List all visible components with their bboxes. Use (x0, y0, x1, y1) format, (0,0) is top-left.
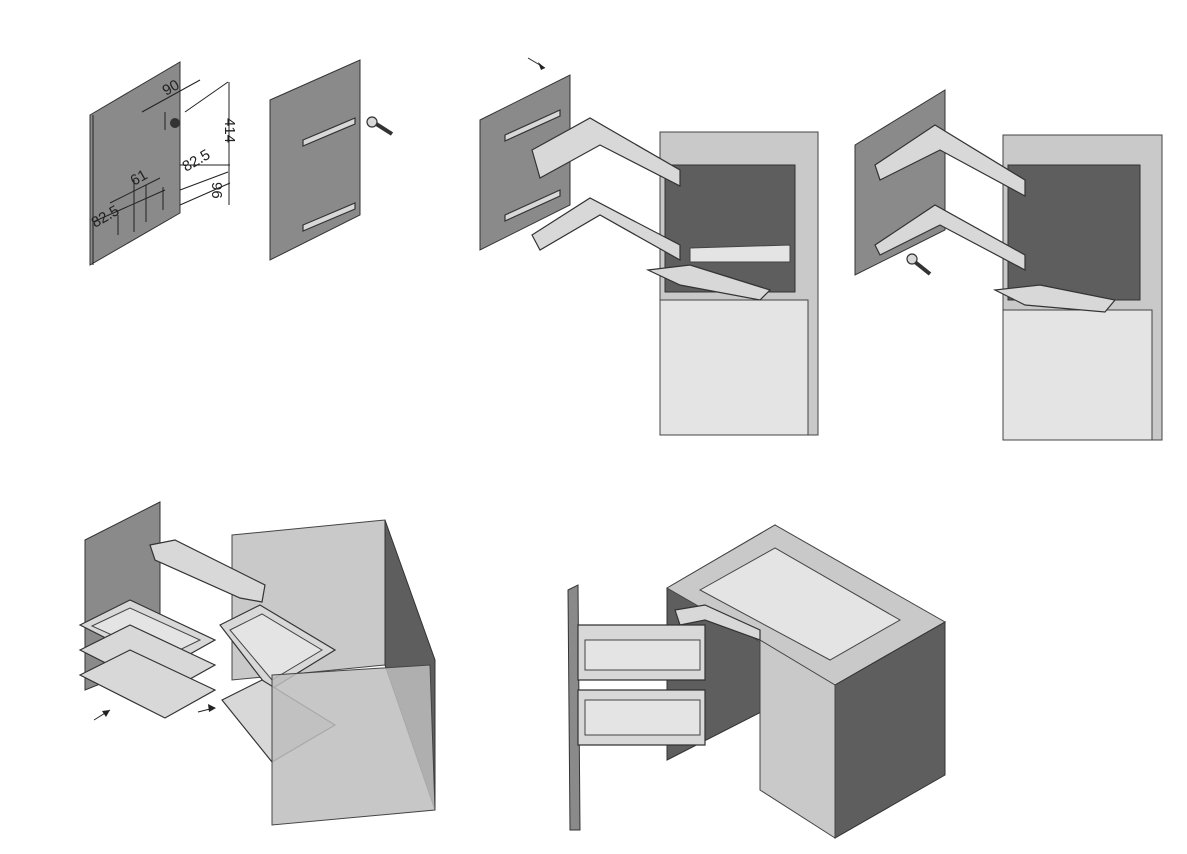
arm-top (531, 117, 681, 187)
door-panel (89, 61, 181, 266)
step4-fix-door (854, 89, 1163, 441)
basket (78, 599, 217, 719)
door-panel (854, 89, 946, 276)
step5-insert-baskets (78, 501, 436, 826)
basket (577, 624, 706, 746)
bracket-top (302, 117, 356, 147)
screw-icon (906, 253, 932, 276)
arm-bottom (531, 197, 681, 262)
dim-vertical-spacing: 414 (221, 118, 238, 143)
door-panel (567, 584, 581, 831)
step6-finished-assembly (567, 524, 947, 839)
screw-icon (366, 116, 394, 136)
dim-right-offset: 82.5 (180, 146, 214, 175)
screw-hole (170, 118, 180, 128)
cabinet-front (759, 639, 836, 839)
dim-bottom-offset: 96 (208, 182, 225, 199)
bracket-bottom (302, 202, 356, 232)
arm (149, 539, 266, 603)
step1-door-drilling: 90 414 82.5 61 82.5 96 (89, 61, 238, 266)
step3-attach-door (479, 57, 819, 436)
door-panel (269, 59, 361, 261)
dim-top-offset: 90 (160, 76, 183, 99)
step2-door-brackets (269, 59, 394, 261)
dim-hole-spacing: 61 (128, 166, 151, 189)
cabinet-front-transparent (271, 664, 436, 826)
